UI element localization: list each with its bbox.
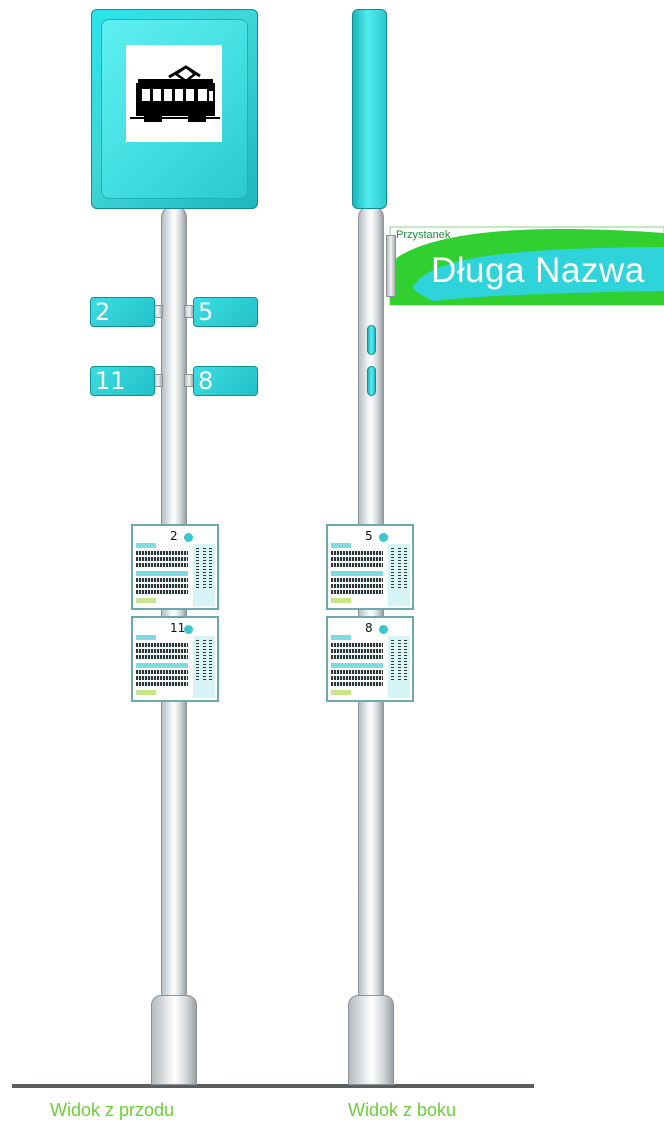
- ground-line: [12, 1084, 534, 1088]
- timetable-front-lower: 11: [131, 616, 219, 702]
- timetable-line-number: 8: [365, 621, 373, 635]
- side-pole-base: [348, 995, 394, 1085]
- route-number: 11: [95, 367, 126, 395]
- front-pole-base: [151, 995, 197, 1085]
- timetable-line-number: 2: [170, 529, 178, 543]
- front-stop-sign: [91, 9, 258, 209]
- side-stop-sign: [352, 9, 387, 209]
- side-route-plate-edge: [367, 325, 376, 355]
- name-sign-bracket: [386, 235, 396, 297]
- stop-label: Przystanek: [396, 229, 451, 241]
- route-plate-2: 2: [90, 297, 155, 327]
- route-plate-8: 8: [193, 366, 258, 396]
- side-route-plate-edge: [367, 366, 376, 396]
- operator-logo-icon: [184, 533, 193, 542]
- stop-name-sign: [386, 223, 664, 308]
- operator-logo-icon: [379, 625, 388, 634]
- timetable-line-number: 11: [170, 621, 186, 635]
- route-number: 2: [95, 298, 111, 326]
- timetable-line-number: 5: [365, 529, 373, 543]
- timetable-side-upper: 5: [326, 524, 414, 610]
- timetable-front-upper: 2: [131, 524, 219, 610]
- operator-logo-icon: [184, 625, 193, 634]
- tram-pictogram-panel: [126, 45, 222, 142]
- timetable-side-lower: 8: [326, 616, 414, 702]
- route-number: 5: [198, 298, 214, 326]
- route-plate-5: 5: [193, 297, 258, 327]
- tram-icon: [130, 65, 220, 122]
- route-plate-11: 11: [90, 366, 155, 396]
- front-view-caption: Widok z przodu: [50, 1100, 175, 1120]
- stop-name: Długa Nazwa: [431, 251, 645, 290]
- route-number: 8: [198, 367, 214, 395]
- stop-name-sign-graphic: [389, 226, 664, 306]
- operator-logo-icon: [379, 533, 388, 542]
- side-view-caption: Widok z boku: [348, 1100, 457, 1120]
